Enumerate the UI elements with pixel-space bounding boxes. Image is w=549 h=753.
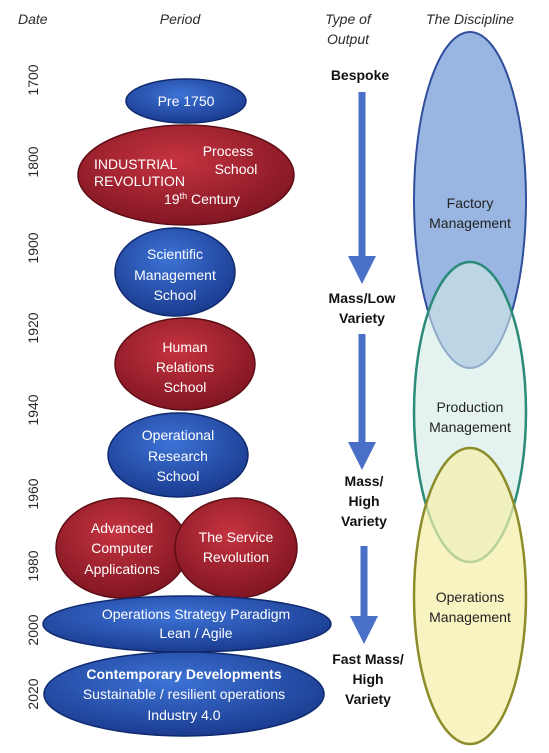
- period-pre-1750: [125, 78, 247, 124]
- period-operational-research: [107, 412, 249, 498]
- period-operations-strategy: [42, 595, 332, 653]
- output-mass-high-line3: Variety: [341, 513, 387, 529]
- service-revolution-line2: Revolution: [203, 549, 269, 565]
- industrial-label-line2: REVOLUTION: [94, 173, 185, 189]
- year-label: 1800: [25, 146, 41, 177]
- scientific-line3: School: [154, 287, 197, 303]
- output-mass-low-line2: Variety: [339, 310, 385, 326]
- contemporary-line2: Sustainable / resilient operations: [83, 686, 285, 702]
- year-label: 1920: [25, 312, 41, 343]
- factory-management-label-line1: Factory: [447, 195, 494, 211]
- header-output-line2: Output: [327, 31, 370, 47]
- output-mass-high-line1: Mass/: [345, 473, 384, 489]
- year-axis: 1700 1800 1900 1920 1940 1960 1980 2000 …: [25, 64, 41, 709]
- header-output-line1: Type of: [325, 11, 373, 27]
- contemporary-line3: Industry 4.0: [147, 707, 220, 723]
- advanced-computer-line3: Applications: [84, 561, 160, 577]
- scientific-line2: Management: [134, 267, 216, 283]
- period-contemporary-developments: [43, 651, 325, 737]
- process-school-line1: Process: [203, 143, 254, 159]
- year-label: 1980: [25, 550, 41, 581]
- period-column: Pre 1750 INDUSTRIAL REVOLUTION Process S…: [42, 78, 332, 737]
- period-scientific-management: [114, 227, 236, 317]
- year-label: 2020: [25, 678, 41, 709]
- output-fast-mass-line2: High: [352, 671, 383, 687]
- contemporary-line1: Contemporary Developments: [86, 666, 281, 682]
- operations-management-ellipse: [412, 446, 528, 746]
- operational-research-line2: Research: [148, 448, 208, 464]
- operations-management-label-line1: Operations: [436, 589, 504, 605]
- period-service-revolution: [174, 497, 298, 599]
- human-relations-line3: School: [164, 379, 207, 395]
- output-fast-mass-line1: Fast Mass/: [332, 651, 404, 667]
- output-mass-high-line2: High: [348, 493, 379, 509]
- advanced-computer-line1: Advanced: [91, 520, 153, 536]
- nineteenth-century-label: 19th Century: [164, 191, 240, 207]
- year-label: 1960: [25, 478, 41, 509]
- service-revolution-line1: The Service: [199, 529, 274, 545]
- human-relations-line2: Relations: [156, 359, 214, 375]
- discipline-column: Factory Management Production Management…: [412, 31, 528, 746]
- year-label: 1700: [25, 64, 41, 95]
- operational-research-line3: School: [157, 468, 200, 484]
- period-human-relations: [114, 317, 256, 411]
- operations-strategy-line2: Lean / Agile: [159, 625, 232, 641]
- output-mass-low-line1: Mass/Low: [329, 290, 396, 306]
- year-label: 2000: [25, 614, 41, 645]
- period-pre-1750-label: Pre 1750: [158, 93, 215, 109]
- advanced-computer-line2: Computer: [91, 540, 153, 556]
- operational-research-line1: Operational: [142, 427, 214, 443]
- operations-management-label-line2: Management: [429, 609, 511, 625]
- operations-strategy-line1: Operations Strategy Paradigm: [102, 606, 290, 622]
- process-school-line2: School: [215, 161, 258, 177]
- production-management-label-line1: Production: [437, 399, 504, 415]
- industrial-label-line1: INDUSTRIAL: [94, 156, 177, 172]
- factory-management-label-line2: Management: [429, 215, 511, 231]
- period-industrial-revolution: [77, 124, 295, 226]
- output-fast-mass-line3: Variety: [345, 691, 391, 707]
- year-label: 1900: [25, 232, 41, 263]
- output-column: Bespoke Mass/Low Variety Mass/ High Vari…: [329, 67, 404, 707]
- header-period: Period: [160, 11, 202, 27]
- header-date: Date: [18, 11, 48, 27]
- output-bespoke: Bespoke: [331, 67, 390, 83]
- production-management-label-line2: Management: [429, 419, 511, 435]
- human-relations-line1: Human: [162, 339, 207, 355]
- year-label: 1940: [25, 394, 41, 425]
- header-discipline: The Discipline: [426, 11, 514, 27]
- scientific-line1: Scientific: [147, 246, 203, 262]
